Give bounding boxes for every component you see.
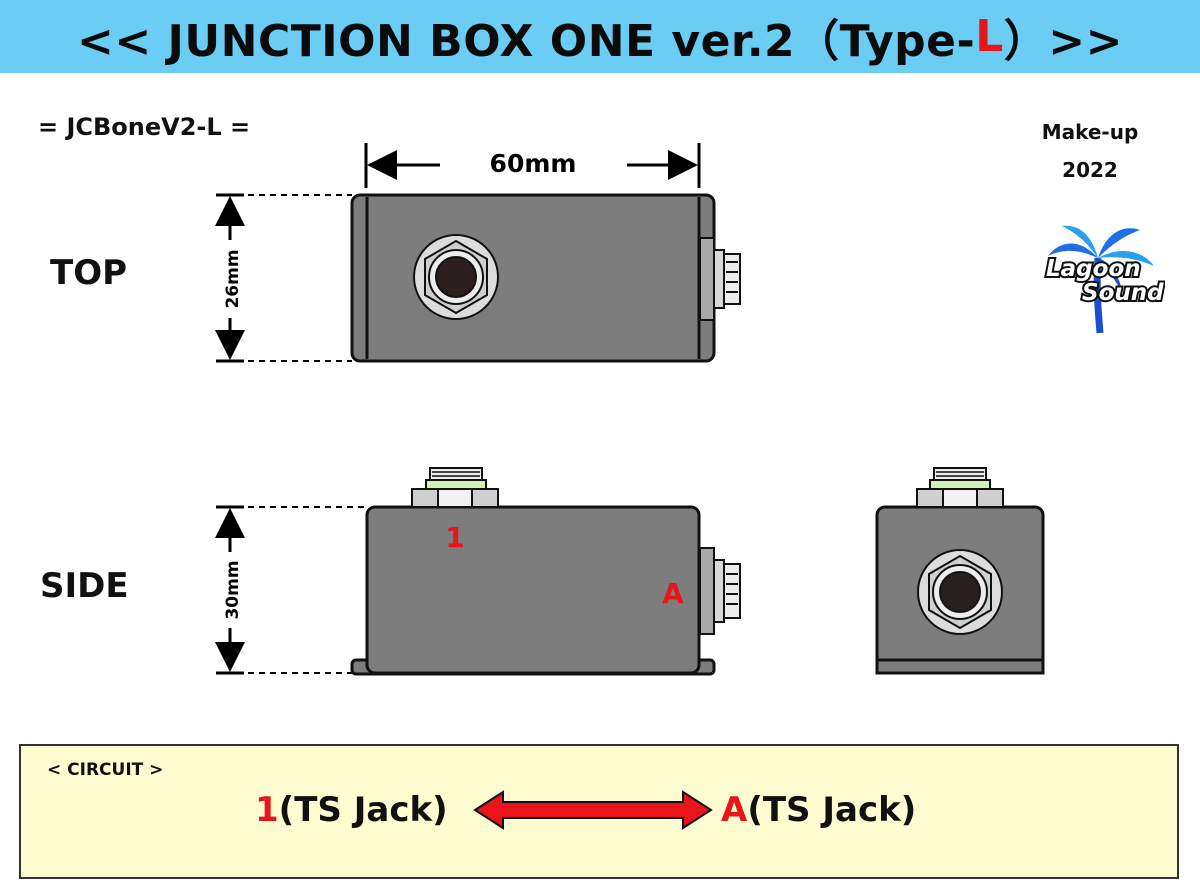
circuit-panel: < CIRCUIT > 1(TS Jack) A(TS Jack) [19,744,1179,879]
side-view: 30mm 1 A [215,467,741,676]
left-connector-text: (TS Jack) [278,790,448,830]
circuit-left-connector: 1(TS Jack) [255,790,448,830]
page-header: << JUNCTION BOX ONE ver.2（Type-L）>> [0,0,1200,73]
logo-line2: Sound [1082,280,1164,306]
jack-1-label: 1 [445,521,464,554]
credit-line1: Make-up [1041,120,1139,144]
circuit-title: < CIRCUIT > [47,760,164,780]
side-view-label: SIDE [40,566,129,606]
right-connector-text: (TS Jack) [747,790,917,830]
double-arrow-icon [473,790,713,830]
product-code: = JCBoneV2-L = [38,113,251,141]
title-highlight: L [975,11,1004,62]
side-top-jack [411,467,499,508]
end-view [875,467,1045,675]
end-top-jack [916,467,1004,508]
logo-line1: Lagoon [1046,256,1141,282]
right-connector-id: A [721,790,748,830]
palm-tree-icon [1048,225,1154,334]
credit-year: 2022 [1062,158,1118,182]
top-view: 60mm 26mm [215,143,741,363]
lagoon-sound-logo: Lagoon Sound [1044,225,1165,334]
jack-a-label: A [662,577,684,610]
top-width-dimension: 60mm [490,149,577,178]
side-height-dimension: 30mm [223,560,243,619]
circuit-right-connector: A(TS Jack) [721,790,916,830]
top-view-label: TOP [50,253,128,293]
end-front-jack [917,549,1003,635]
title-prefix: << JUNCTION BOX ONE ver.2（Type- [76,15,976,67]
left-connector-id: 1 [255,790,279,830]
top-side-jack [699,237,741,321]
side-right-jack [699,547,741,635]
top-height-dimension: 26mm [223,249,243,308]
credit: Make-up 2022 [1040,113,1140,189]
top-jack [413,234,499,320]
title-suffix: ）>> [1003,15,1124,67]
